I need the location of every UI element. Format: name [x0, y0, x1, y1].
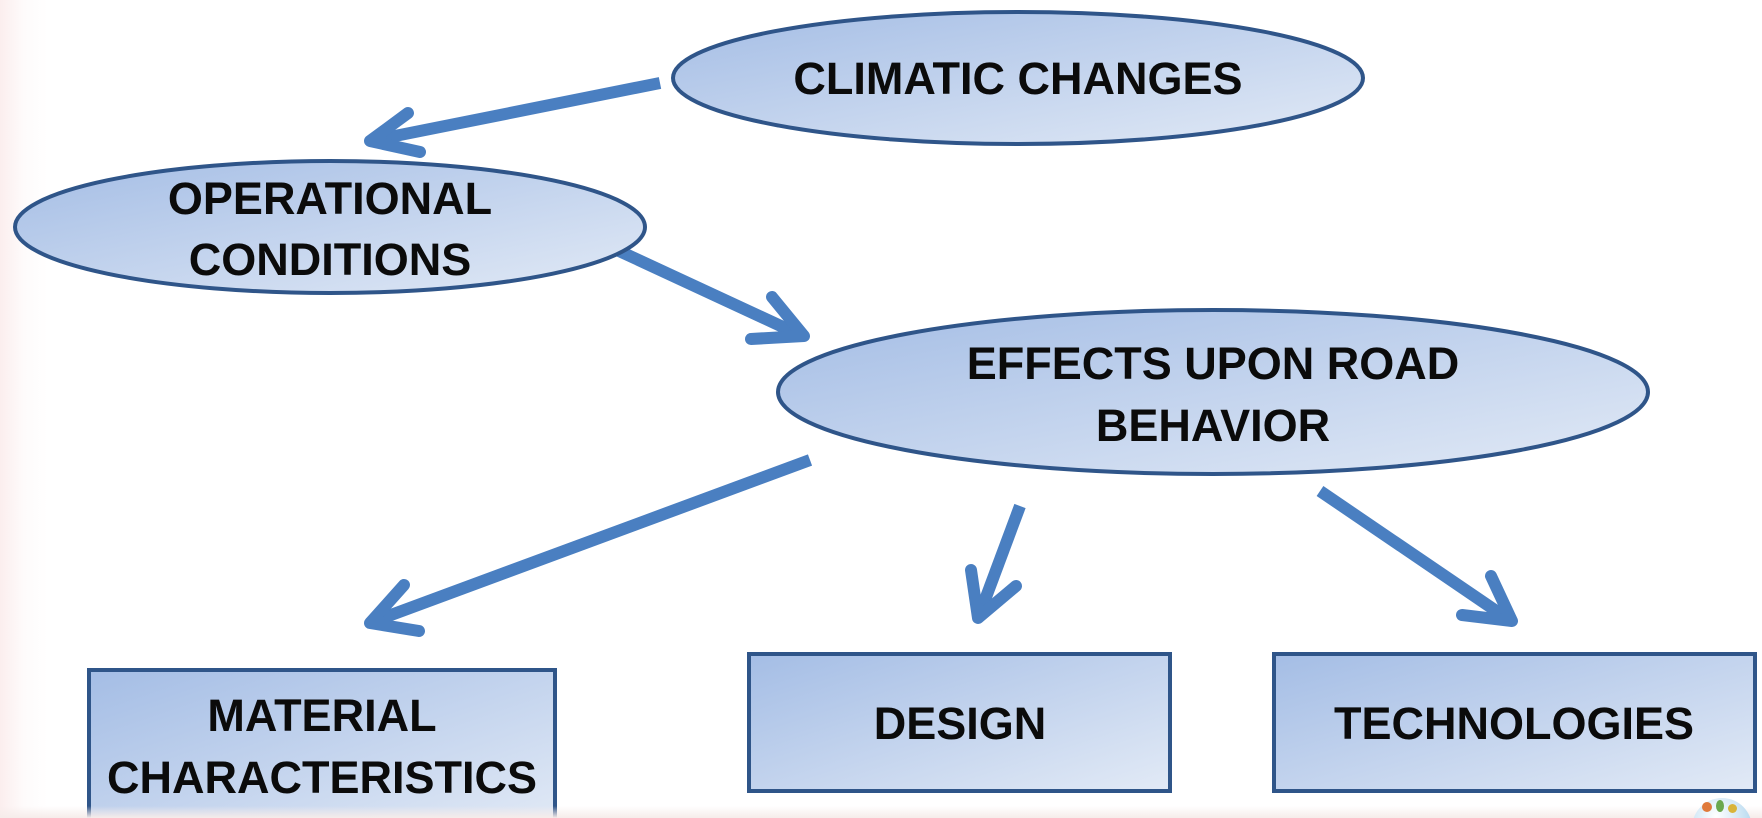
arrow-operational-to-effects — [614, 244, 810, 345]
node-material-label-1: MATERIAL — [207, 690, 436, 741]
node-operational-conditions-label-1: OPERATIONAL — [168, 173, 492, 224]
node-design-label: DESIGN — [874, 698, 1047, 749]
node-effects-upon-road-behavior: EFFECTS UPON ROAD BEHAVIOR — [776, 308, 1650, 476]
arrow-effects-to-material — [364, 454, 813, 637]
node-material-characteristics: MATERIAL CHARACTERISTICS — [87, 668, 557, 818]
node-operational-conditions-label-2: CONDITIONS — [189, 234, 472, 285]
node-material-label-2: CHARACTERISTICS — [107, 752, 537, 803]
footer-strip — [0, 806, 1762, 818]
node-operational-conditions: OPERATIONAL CONDITIONS — [13, 159, 647, 295]
arrow-effects-to-technologies — [1316, 486, 1518, 627]
arrow-climatic-to-operational — [364, 77, 662, 158]
node-design: DESIGN — [747, 652, 1172, 793]
arrow-effects-to-design — [965, 503, 1026, 624]
node-climatic-changes: CLIMATIC CHANGES — [671, 10, 1365, 146]
globe-logo-icon — [1688, 796, 1752, 818]
node-climatic-changes-label-1: CLIMATIC CHANGES — [793, 53, 1242, 104]
node-effects-label-2: BEHAVIOR — [1096, 400, 1330, 451]
node-effects-label-1: EFFECTS UPON ROAD — [967, 338, 1460, 389]
node-technologies-label: TECHNOLOGIES — [1334, 698, 1694, 749]
node-technologies: TECHNOLOGIES — [1272, 652, 1757, 793]
